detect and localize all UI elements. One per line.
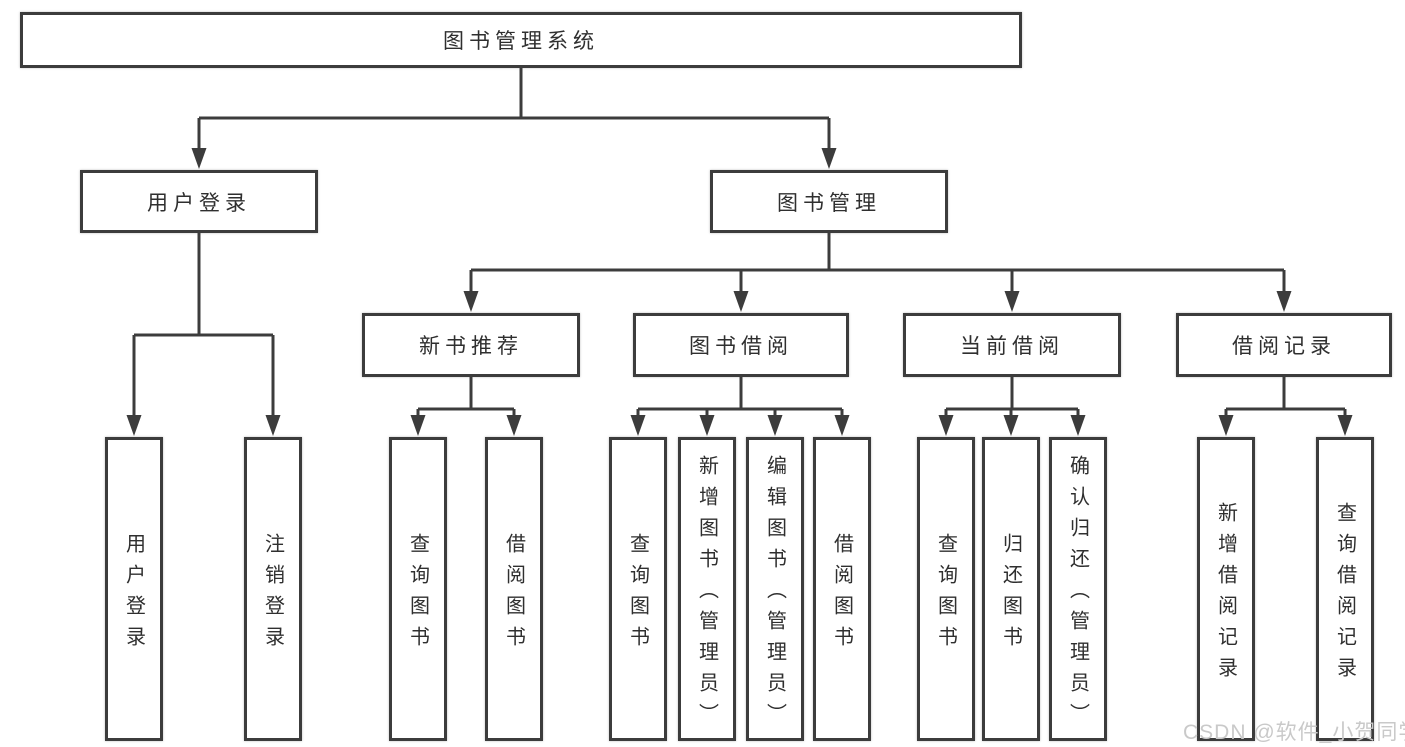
node-user-login: 用户登录 bbox=[80, 170, 318, 233]
leaf-confirm-return-admin: 确认归还（管理员） bbox=[1049, 437, 1107, 741]
leaf-query-book-recommend: 查询图书 bbox=[389, 437, 447, 741]
leaf-add-borrow-record: 新增借阅记录 bbox=[1197, 437, 1255, 741]
node-book-management: 图书管理 bbox=[710, 170, 948, 233]
leaf-return-book-label: 归还图书 bbox=[999, 532, 1022, 657]
leaf-query-book-recommend-label: 查询图书 bbox=[406, 532, 429, 657]
leaf-borrow-book-recommend: 借阅图书 bbox=[485, 437, 543, 741]
leaf-borrow-book-recommend-label: 借阅图书 bbox=[502, 532, 525, 657]
node-book-management-label: 图书管理 bbox=[777, 191, 881, 215]
node-book-borrow: 图书借阅 bbox=[633, 313, 849, 377]
node-borrow-records: 借阅记录 bbox=[1176, 313, 1392, 377]
node-current-borrow: 当前借阅 bbox=[903, 313, 1121, 377]
leaf-query-book-borrow-label: 查询图书 bbox=[626, 532, 649, 657]
leaf-query-book-current: 查询图书 bbox=[917, 437, 975, 741]
leaf-borrow-book-borrow-label: 借阅图书 bbox=[830, 532, 853, 657]
node-user-login-label: 用户登录 bbox=[147, 191, 251, 215]
leaf-edit-book-admin-label: 编辑图书（管理员） bbox=[763, 455, 786, 734]
leaf-user-login-label: 用户登录 bbox=[122, 532, 145, 657]
node-root-system: 图书管理系统 bbox=[20, 12, 1022, 68]
leaf-add-book-admin-label: 新增图书（管理员） bbox=[695, 455, 718, 734]
leaf-query-borrow-record: 查询借阅记录 bbox=[1316, 437, 1374, 741]
arrowhead-icons bbox=[126, 148, 1353, 436]
node-current-borrow-label: 当前借阅 bbox=[960, 335, 1064, 358]
csdn-watermark: CSDN @软件_小贺同学 bbox=[1183, 721, 1405, 744]
leaf-add-book-admin: 新增图书（管理员） bbox=[678, 437, 736, 741]
leaf-return-book: 归还图书 bbox=[982, 437, 1040, 741]
node-root-system-label: 图书管理系统 bbox=[443, 30, 599, 53]
leaf-query-book-current-label: 查询图书 bbox=[934, 532, 957, 657]
leaf-borrow-book-borrow: 借阅图书 bbox=[813, 437, 871, 741]
leaf-user-login: 用户登录 bbox=[105, 437, 163, 741]
leaf-query-book-borrow: 查询图书 bbox=[609, 437, 667, 741]
leaf-logout: 注销登录 bbox=[244, 437, 302, 741]
node-new-book-recommend: 新书推荐 bbox=[362, 313, 580, 377]
leaf-edit-book-admin: 编辑图书（管理员） bbox=[746, 437, 804, 741]
leaf-query-borrow-record-label: 查询借阅记录 bbox=[1333, 501, 1356, 688]
node-new-book-recommend-label: 新书推荐 bbox=[419, 335, 523, 358]
leaf-logout-label: 注销登录 bbox=[261, 532, 284, 657]
node-book-borrow-label: 图书借阅 bbox=[689, 335, 793, 358]
leaf-confirm-return-admin-label: 确认归还（管理员） bbox=[1066, 455, 1089, 734]
leaf-add-borrow-record-label: 新增借阅记录 bbox=[1214, 501, 1237, 688]
connector-lines bbox=[132, 68, 1347, 417]
node-borrow-records-label: 借阅记录 bbox=[1232, 335, 1336, 358]
